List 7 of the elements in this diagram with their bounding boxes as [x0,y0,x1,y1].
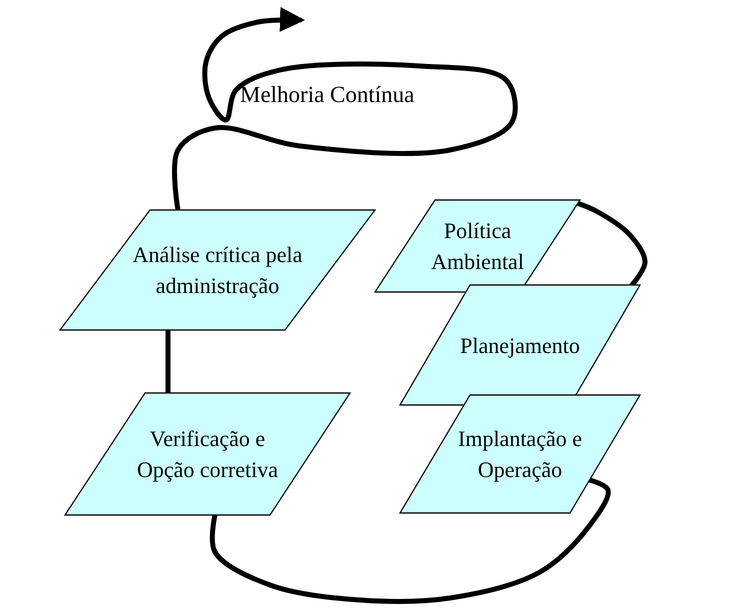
box-label: Política Ambiental [430,217,525,276]
box-label: Planejamento [459,332,581,360]
box-label: Análise crítica pela administração [132,241,304,300]
cycle-label: Melhoria Contínua [240,82,414,108]
box-label: Verificação e Opção corretiva [136,425,280,484]
box-label: Implantação e Operação [457,425,583,484]
connector-line [210,478,611,604]
